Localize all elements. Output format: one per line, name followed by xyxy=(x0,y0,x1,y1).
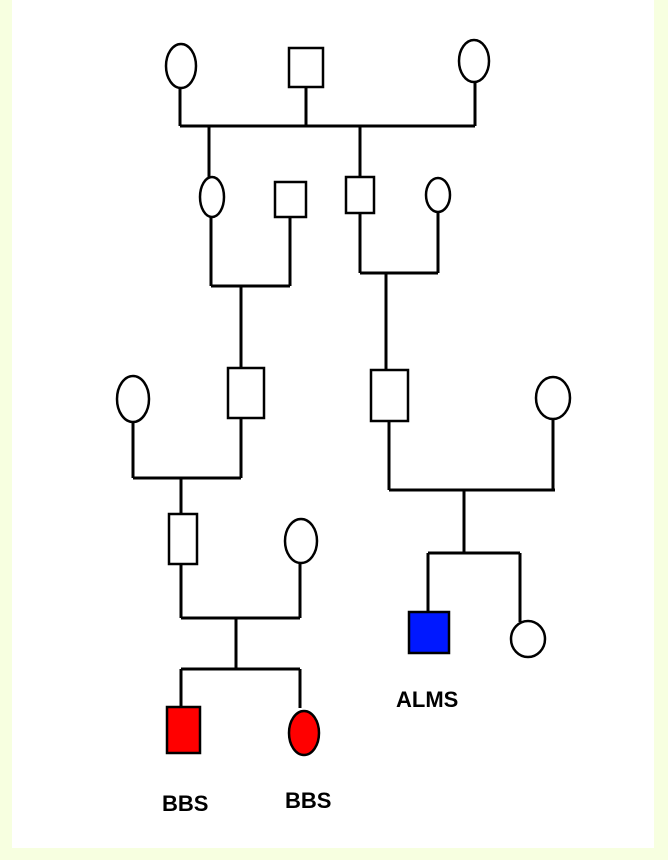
gen1-female-right xyxy=(457,38,491,84)
gen3-female-b xyxy=(534,375,572,421)
diagnosis-labels: ALMS BBS BBS xyxy=(162,687,458,816)
alms-label: ALMS xyxy=(396,687,458,712)
gen1-male xyxy=(287,46,325,89)
bbs-son-label: BBS xyxy=(162,791,208,816)
gen4-female-b xyxy=(509,619,547,659)
gen5-male-bbs xyxy=(165,705,202,755)
gen3-male-b xyxy=(369,368,410,423)
bbs-daughter-label: BBS xyxy=(285,788,331,813)
gen2-male-b xyxy=(344,175,376,215)
gen1-female-left xyxy=(164,42,198,90)
gen3-male-a xyxy=(226,366,266,420)
gen2-female-a xyxy=(198,175,226,219)
gen4-male-a xyxy=(167,512,199,566)
gen3-female-a xyxy=(115,374,151,424)
gen2-male-a xyxy=(273,180,308,219)
pedigree-canvas xyxy=(12,0,654,848)
gen2-female-b xyxy=(424,176,452,214)
gen5-female-bbs xyxy=(287,709,321,757)
gen4-male-alms xyxy=(407,610,451,655)
individuals xyxy=(115,38,572,757)
relationship-lines xyxy=(131,82,555,708)
gen4-female-a xyxy=(283,517,319,565)
